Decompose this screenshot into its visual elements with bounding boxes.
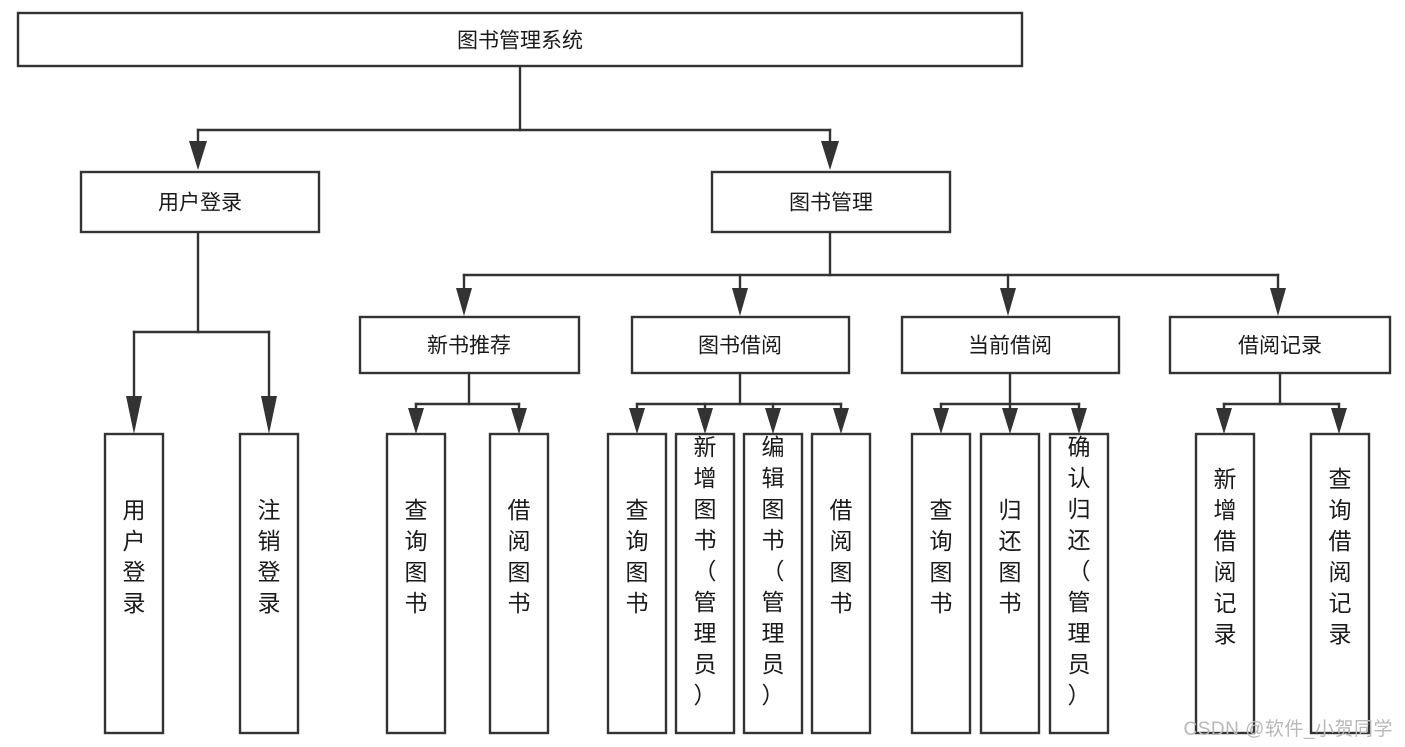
- connector-group-root: [189, 64, 839, 170]
- node-borrow-record[interactable]: 借阅记录: [1168, 315, 1392, 375]
- node-leaf-borrow-book-1-label: 借阅图书: [508, 497, 531, 616]
- node-borrow-record-label: 借阅记录: [1238, 335, 1322, 358]
- node-book-manage-box[interactable]: [710, 170, 952, 234]
- node-user-login[interactable]: 用户登录: [79, 170, 321, 234]
- node-root-label: 图书管理系统: [457, 30, 583, 53]
- node-leaf-user-logout-label: 注销登录: [258, 497, 281, 616]
- node-leaf-borrow-book-1-box[interactable]: [488, 432, 550, 735]
- node-leaf-user-logout[interactable]: 注销登录: [238, 432, 300, 735]
- node-leaf-query-book-3[interactable]: 查询图书: [910, 432, 972, 735]
- node-leaf-query-record[interactable]: 查询借阅记录: [1309, 432, 1371, 735]
- node-leaf-add-book[interactable]: 新增图书（管理员）: [674, 432, 736, 735]
- node-current-borrow-label: 当前借阅: [968, 335, 1052, 358]
- node-leaf-user-login-label: 用户登录: [123, 497, 146, 616]
- node-leaf-add-book-label: 新增图书（管理员）: [694, 434, 717, 708]
- node-leaf-query-record-label: 查询借阅记录: [1329, 466, 1352, 647]
- node-leaf-user-login-box[interactable]: [103, 432, 165, 735]
- node-book-borrow-label: 图书借阅: [698, 335, 782, 358]
- connector-group-user-login: [126, 230, 277, 434]
- node-current-borrow[interactable]: 当前借阅: [900, 315, 1121, 375]
- arrow-head-current-borrow: [1000, 288, 1016, 316]
- arrow-head-leaf-edit-book: [765, 408, 781, 434]
- arrow-head-book-manage: [821, 141, 839, 170]
- node-leaf-confirm-return-box[interactable]: [1048, 432, 1110, 735]
- connector-group-borrow-record: [1216, 371, 1347, 434]
- connector-group-current-borrow: [933, 371, 1087, 434]
- node-leaf-borrow-book-2[interactable]: 借阅图书: [810, 432, 872, 735]
- connector-group-new-book-rec: [408, 371, 527, 434]
- node-book-manage[interactable]: 图书管理: [710, 170, 952, 234]
- node-leaf-query-book-2-label: 查询图书: [626, 497, 649, 616]
- node-leaf-query-book-1[interactable]: 查询图书: [385, 432, 447, 735]
- arrow-head-leaf-confirm-return: [1071, 408, 1087, 434]
- node-root[interactable]: 图书管理系统: [16, 11, 1024, 68]
- arrow-head-borrow-record: [1270, 288, 1286, 316]
- node-new-book-rec[interactable]: 新书推荐: [358, 315, 581, 375]
- node-user-login-box[interactable]: [79, 170, 321, 234]
- node-leaf-return-book[interactable]: 归还图书: [979, 432, 1041, 735]
- connector-group-book-manage: [456, 230, 1286, 316]
- arrow-head-leaf-query-book-3: [933, 408, 949, 434]
- arrow-head-leaf-query-book-2: [629, 408, 645, 434]
- node-leaf-query-book-1-label: 查询图书: [405, 497, 428, 616]
- node-leaf-return-book-box[interactable]: [979, 432, 1041, 735]
- node-leaf-query-book-3-label: 查询图书: [930, 497, 953, 616]
- arrow-head-leaf-add-book: [697, 408, 713, 434]
- node-current-borrow-box[interactable]: [900, 315, 1121, 375]
- node-leaf-confirm-return[interactable]: 确认归还（管理员）: [1048, 432, 1110, 735]
- node-new-book-rec-box[interactable]: [358, 315, 581, 375]
- node-leaf-borrow-book-2-label: 借阅图书: [830, 497, 853, 616]
- node-leaf-edit-book-label: 编辑图书（管理员）: [762, 434, 785, 708]
- node-leaf-return-book-label: 归还图书: [999, 497, 1022, 616]
- node-book-manage-label: 图书管理: [789, 192, 873, 215]
- node-borrow-record-box[interactable]: [1168, 315, 1392, 375]
- arrow-head-leaf-return-book: [1002, 408, 1018, 434]
- arrow-head-leaf-query-book-1: [408, 408, 424, 434]
- arrow-head-leaf-add-record: [1216, 408, 1232, 434]
- node-leaf-query-book-2-box[interactable]: [606, 432, 668, 735]
- arrow-head-leaf-user-login: [126, 396, 142, 434]
- node-book-borrow-box[interactable]: [630, 315, 851, 375]
- node-new-book-rec-label: 新书推荐: [427, 335, 511, 358]
- arrow-head-leaf-user-logout: [261, 396, 277, 434]
- node-leaf-user-logout-box[interactable]: [238, 432, 300, 735]
- arrow-head-new-book-rec: [456, 288, 472, 316]
- node-leaf-add-book-box[interactable]: [674, 432, 736, 735]
- arrow-head-leaf-borrow-book-1: [511, 408, 527, 434]
- node-leaf-query-book-3-box[interactable]: [910, 432, 972, 735]
- node-leaf-add-record[interactable]: 新增借阅记录: [1194, 432, 1256, 735]
- node-user-login-label: 用户登录: [158, 192, 242, 215]
- node-leaf-add-record-box[interactable]: [1194, 432, 1256, 735]
- node-leaf-confirm-return-label: 确认归还（管理员）: [1068, 434, 1091, 708]
- node-leaf-edit-book-box[interactable]: [742, 432, 804, 735]
- node-leaf-borrow-book-1[interactable]: 借阅图书: [488, 432, 550, 735]
- arrow-head-book-borrow: [732, 288, 748, 316]
- node-leaf-query-record-box[interactable]: [1309, 432, 1371, 735]
- node-leaf-query-book-1-box[interactable]: [385, 432, 447, 735]
- arrow-head-user-login: [189, 141, 207, 170]
- node-leaf-borrow-book-2-box[interactable]: [810, 432, 872, 735]
- node-book-borrow[interactable]: 图书借阅: [630, 315, 851, 375]
- node-leaf-edit-book[interactable]: 编辑图书（管理员）: [742, 432, 804, 735]
- node-leaf-user-login[interactable]: 用户登录: [103, 432, 165, 735]
- node-leaf-add-record-label: 新增借阅记录: [1214, 466, 1237, 647]
- arrow-head-leaf-query-record: [1331, 408, 1347, 434]
- connector-group-book-borrow: [629, 371, 849, 434]
- node-root-box[interactable]: [16, 11, 1024, 68]
- arrow-head-leaf-borrow-book-2: [833, 408, 849, 434]
- node-leaf-query-book-2[interactable]: 查询图书: [606, 432, 668, 735]
